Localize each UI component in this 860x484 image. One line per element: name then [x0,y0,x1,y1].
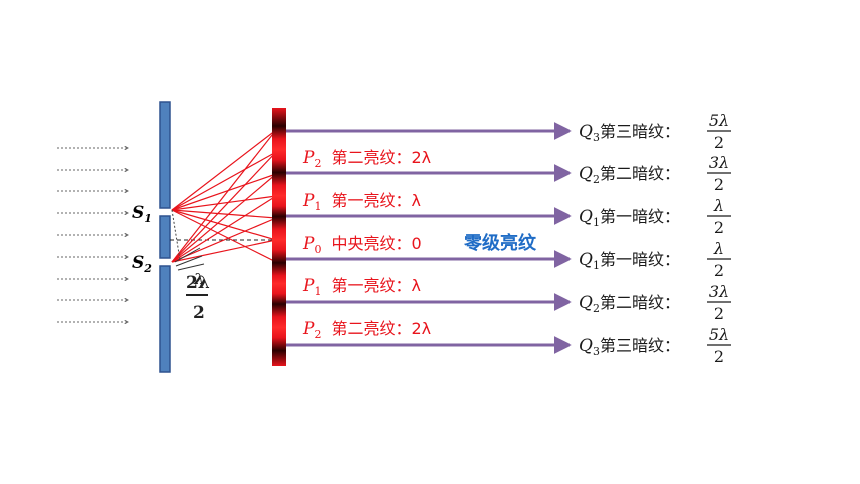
source-s1-label: S1 [132,203,152,225]
double-slit-barrier [159,101,171,373]
dark-fringe-labels: Q3第三暗纹：5λ2Q2第二暗纹：3λ2Q1第一暗纹：λ2Q1第一暗纹：λ2Q2… [579,111,731,366]
ray-s2-2 [171,173,277,263]
svg-text:Q1第一暗纹：: Q1第一暗纹： [579,207,680,229]
ray-s1-1 [171,151,277,211]
dark-fringe-denominator-1: 2 [714,175,724,194]
dark-fringe-label-0: Q3第三暗纹： 5λ 2 [579,111,731,152]
ray-s1-6 [171,209,277,263]
ray-s2-1 [171,151,277,263]
dark-fringe-numerator-2: λ [713,196,724,215]
dark-fringe-numerator-1: 3λ [709,153,729,172]
dark-fringe-label-3: Q1第一暗纹： λ 2 [579,239,731,280]
barrier-top [159,101,171,209]
dark-fringe-numerator-0: 5λ [709,111,729,130]
svg-text:Q3第三暗纹：: Q3第三暗纹： [579,122,680,144]
ray-s2-3 [171,195,277,263]
dark-fringe-denominator-0: 2 [714,133,724,152]
ray-s1-5 [171,209,277,241]
svg-text:Q3第三暗纹：: Q3第三暗纹： [579,336,680,358]
source-s2-label: S2 [132,253,152,275]
path-difference-mark-c [177,263,205,271]
dark-fringe-denominator-5: 2 [714,347,724,366]
fringe-arrows [286,122,572,354]
svg-text:Q2第二暗纹：: Q2第二暗纹： [579,293,680,315]
zero-order-label: 零级亮纹 [463,232,537,254]
dark-fringe-numerator-4: 3λ [709,282,729,301]
ray-s2-0 [171,129,277,263]
ray-s1-0 [171,129,277,211]
path-difference-numerator: λ [193,270,205,288]
path-difference-denominator: 2 [193,303,205,323]
fringe-screen [272,108,286,366]
dark-fringe-numerator-3: λ [713,239,724,258]
dark-fringe-denominator-3: 2 [714,261,724,280]
ray-s1-2 [171,173,277,211]
incident-light-arrows [57,148,128,322]
dark-fringe-label-5: Q3第三暗纹： 5λ 2 [579,325,731,366]
path-difference-construction: 2λ λ 2 [171,209,210,323]
perpendicular-dashed-line [171,209,181,261]
dark-fringe-denominator-2: 2 [714,218,724,237]
ray-s1-4 [171,209,277,219]
path-difference-mark-b [175,255,203,267]
ray-s2-4 [171,217,277,263]
ray-s1-3 [171,195,277,211]
dark-fringe-label-1: Q2第二暗纹： 3λ 2 [579,153,731,194]
path-difference-mark-a [174,247,201,263]
dark-fringe-denominator-4: 2 [714,304,724,323]
svg-text:Q2第二暗纹：: Q2第二暗纹： [579,164,680,186]
interference-rays [171,129,277,263]
dark-fringe-label-2: Q1第一暗纹： λ 2 [579,196,731,237]
dark-fringe-label-4: Q2第二暗纹： 3λ 2 [579,282,731,323]
svg-text:Q1第一暗纹：: Q1第一暗纹： [579,250,680,272]
barrier-bottom [159,265,171,373]
ray-s2-5 [171,239,277,263]
barrier-middle [159,215,171,259]
dark-fringe-numerator-5: 5λ [709,325,729,344]
path-difference-garbled: 2λ [186,273,210,293]
